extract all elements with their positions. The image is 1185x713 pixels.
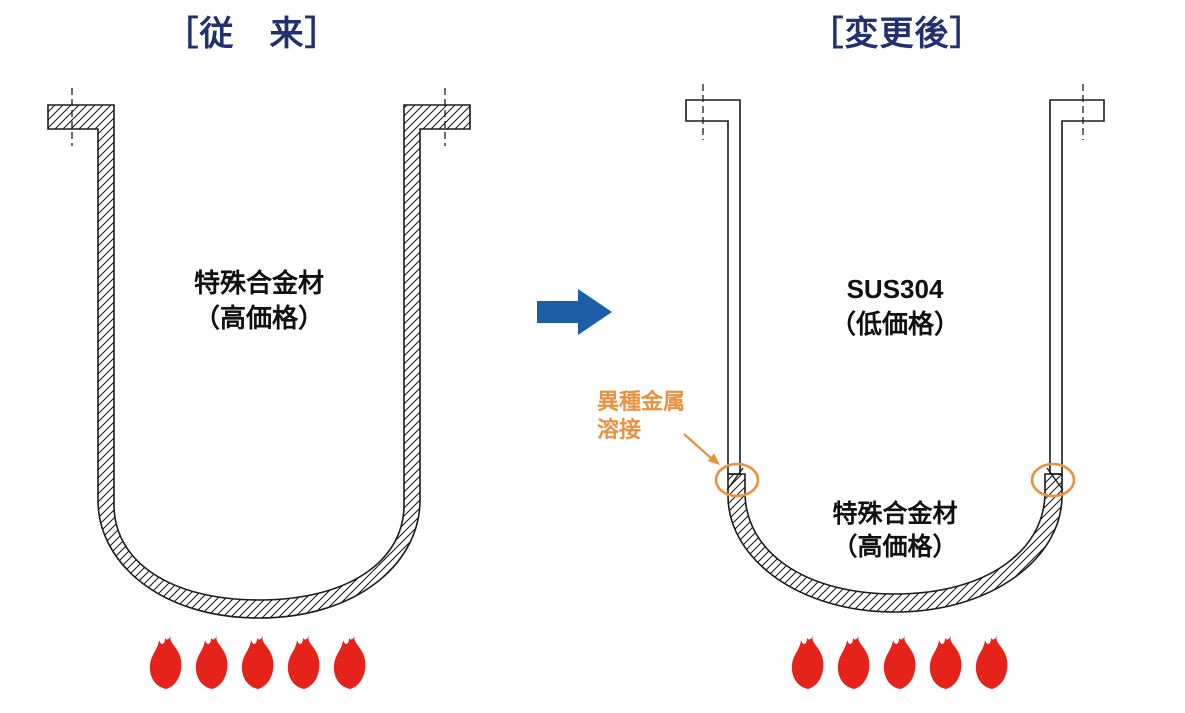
weld-seam-right — [1046, 467, 1064, 491]
material-name: 特殊合金材 — [193, 268, 324, 298]
weld-circles — [714, 462, 1076, 498]
flames-after — [791, 636, 1008, 689]
weld-circle-icon — [714, 462, 760, 498]
flame-icon — [975, 636, 1008, 689]
flame-icon — [149, 636, 182, 689]
vessel-before-material-label: 特殊合金材 （高価格） — [109, 266, 409, 336]
vessel-before-wall — [47, 104, 471, 619]
flame-icon — [333, 636, 366, 689]
vessel-after-bottom-wall — [727, 473, 1063, 613]
vessel-after-drawing — [685, 84, 1105, 613]
material-price: （低価格） — [829, 309, 960, 339]
title-after: ［変更後］ — [809, 15, 985, 53]
weld-seam-left — [726, 467, 744, 491]
flame-icon — [883, 636, 916, 689]
vessel-before-drawing — [47, 88, 471, 619]
vessel-after-upper-material-label: SUS304 （低価格） — [745, 272, 1045, 342]
weld-label-line1: 異種金属 — [597, 389, 686, 414]
vessel-after-lower-material-label: 特殊合金材 （高価格） — [745, 498, 1045, 564]
flame-icon — [791, 636, 824, 689]
flame-icon — [837, 636, 870, 689]
flame-icon — [241, 636, 274, 689]
weld-pointer-arrow-icon — [683, 433, 720, 465]
material-price: （高価格） — [832, 533, 958, 561]
transform-arrow-icon — [537, 289, 612, 335]
vessel-after-upper-wall-right — [1049, 99, 1105, 475]
material-price: （高価格） — [193, 303, 324, 333]
title-before: ［従 来］ — [164, 15, 340, 53]
weld-label-line2: 溶接 — [597, 417, 642, 442]
material-name: SUS304 — [846, 274, 944, 304]
flame-icon — [929, 636, 962, 689]
flame-icon — [287, 636, 320, 689]
material-name: 特殊合金材 — [832, 500, 958, 528]
flame-icon — [195, 636, 228, 689]
flames-before — [149, 636, 366, 689]
weld-circle-icon — [1030, 462, 1076, 498]
dissimilar-metal-weld-label: 異種金属 溶接 — [597, 388, 767, 444]
